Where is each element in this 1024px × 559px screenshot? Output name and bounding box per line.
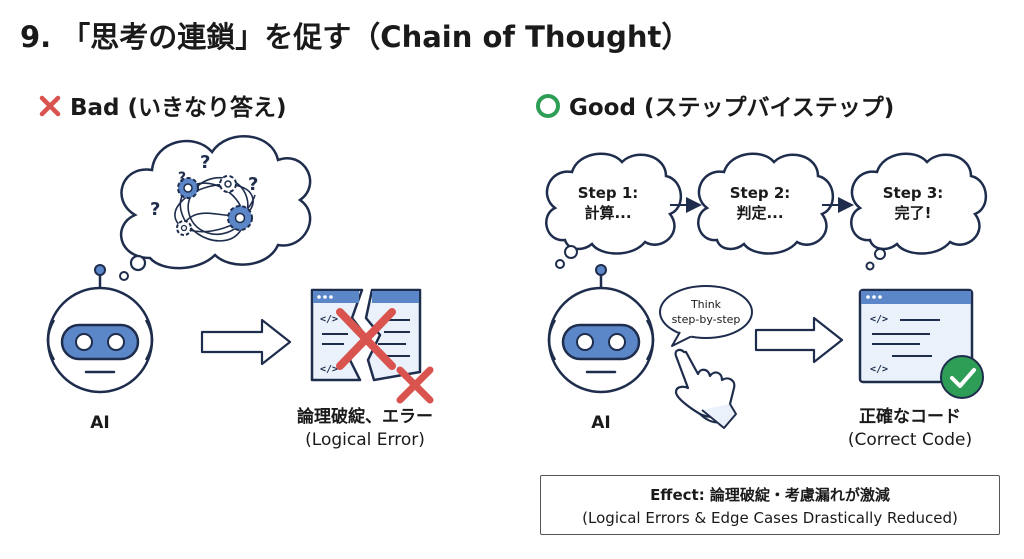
page-title: 9. 「思考の連鎖」を促す（Chain of Thought）	[20, 20, 691, 54]
good-heading-text: Good (ステップバイステップ)	[569, 95, 895, 121]
question-mark-icons: ? ? ? ?	[150, 152, 258, 220]
bad-result-jp: 論理破綻、エラー	[297, 407, 433, 427]
step-1-text: Step 1: 計算...	[558, 183, 658, 223]
step-1-body: 計算...	[584, 204, 632, 222]
code-window-icon: </> </>	[310, 288, 422, 382]
step-cloud-1	[545, 152, 682, 269]
confused-thought-cloud: ? ? ? ?	[119, 135, 312, 281]
gear-icon	[227, 205, 253, 231]
good-ai-label: AI	[591, 413, 611, 433]
step-2-text: Step 2: 判定...	[710, 183, 810, 223]
bad-result-en: (Logical Error)	[305, 430, 425, 450]
effect-label: Effect:	[650, 486, 705, 504]
svg-text:</>: </>	[870, 314, 888, 325]
svg-text:?: ?	[200, 152, 210, 173]
speech-line-2: step-by-step	[671, 313, 741, 326]
check-badge-icon	[940, 355, 984, 399]
code-window-icon: </> </>	[858, 288, 974, 384]
step-3-label: Step 3:	[882, 184, 944, 202]
good-result-en: (Correct Code)	[847, 430, 973, 450]
good-result-caption: 正確なコード (Correct Code)	[820, 406, 1000, 452]
step-cloud-2	[697, 152, 834, 255]
robot-icon	[46, 264, 154, 394]
gear-icon	[177, 177, 199, 199]
speech-line-1: Think	[690, 298, 722, 311]
bad-flow-arrow	[200, 318, 292, 366]
speech-bubble-text: Think step-by-step	[656, 297, 756, 327]
effect-text-jp: 論理破綻・考慮漏れが激減	[704, 486, 890, 504]
bad-result-caption: 論理破綻、エラー (Logical Error)	[270, 406, 460, 452]
step-3-text: Step 3: 完了!	[863, 183, 963, 223]
bad-heading: Bad (いきなり答え)	[38, 88, 287, 124]
x-mark-icon	[396, 366, 434, 404]
svg-text:?: ?	[248, 174, 258, 195]
good-heading: Good (ステップバイステップ)	[535, 88, 894, 125]
effect-box: Effect: 論理破綻・考慮漏れが激減 (Logical Errors & E…	[540, 475, 1000, 535]
svg-text:</>: </>	[870, 364, 888, 375]
good-flow-arrow	[754, 316, 844, 364]
good-result-jp: 正確なコード	[859, 407, 961, 427]
step-2-label: Step 2:	[729, 184, 791, 202]
bad-heading-text: Bad (いきなり答え)	[70, 95, 287, 121]
step-2-body: 判定...	[736, 204, 784, 222]
x-mark-icon	[38, 94, 62, 124]
gear-icon	[176, 220, 192, 236]
step-3-body: 完了!	[894, 204, 932, 222]
bad-ai-label: AI	[90, 413, 110, 433]
gear-icon	[219, 175, 237, 193]
svg-text:</>: </>	[320, 314, 338, 325]
speech-bubble	[659, 285, 753, 347]
effect-summary: Effect: 論理破綻・考慮漏れが激減	[541, 484, 999, 505]
pointing-hand-icon	[674, 348, 737, 429]
circle-mark-icon	[535, 93, 561, 125]
step-1-label: Step 1:	[577, 184, 639, 202]
effect-text-en: (Logical Errors & Edge Cases Drastically…	[582, 509, 958, 527]
step-cloud-3	[850, 152, 987, 271]
svg-text:</>: </>	[320, 364, 338, 375]
svg-text:?: ?	[178, 170, 186, 186]
robot-icon	[547, 264, 655, 394]
svg-text:?: ?	[150, 199, 160, 220]
